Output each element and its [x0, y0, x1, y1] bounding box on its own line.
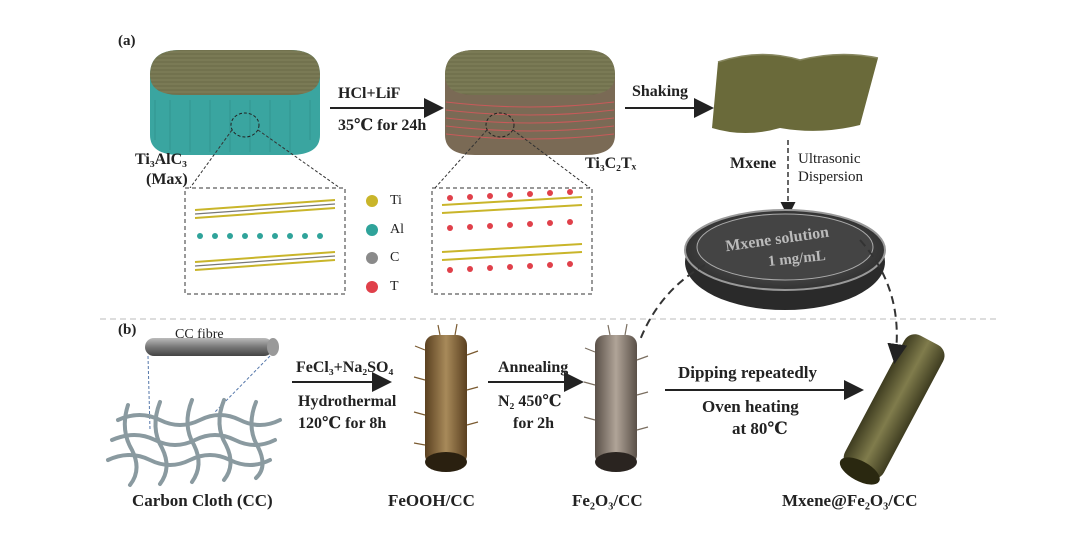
hydrothermal-label: Hydrothermal: [298, 393, 397, 410]
max-zoom-box: [184, 129, 346, 295]
mxene-solution-dish: [684, 209, 886, 310]
mxene-label: Mxene: [730, 155, 777, 172]
fe2o3-rod: [583, 323, 649, 472]
hydro-condition-label: 120℃ for 8h: [298, 415, 387, 432]
anneal-condition-label: N₂ 450℃: [498, 393, 562, 410]
shaking-label: Shaking: [632, 83, 689, 100]
max-formula-label: Ti₃AlC₃: [135, 151, 187, 168]
carbon-cloth-label: Carbon Cloth (CC): [132, 491, 273, 510]
carbon-cloth-mesh: [106, 398, 282, 487]
oven-heating-label: Oven heating: [702, 397, 799, 416]
panel-b-label: (b): [118, 322, 137, 338]
legend-c-label: C: [390, 250, 400, 265]
acid-label: HCl+LiF: [338, 85, 401, 102]
hydro-reagent-label: FeCl₃+Na₂SO₄: [296, 359, 394, 376]
legend-al-label: Al: [390, 222, 404, 237]
legend-dots: [366, 195, 378, 293]
acid-condition-label: 35℃ for 24h: [338, 117, 427, 134]
final-product-label: Mxene@Fe₂O₃/CC: [782, 491, 918, 510]
max-block: [150, 50, 320, 155]
legend-t-dot: [366, 281, 378, 293]
feooh-rod: [413, 323, 479, 472]
dip-curve-right: [859, 239, 908, 364]
legend-ti-label: Ti: [390, 193, 402, 208]
etched-block: [445, 50, 615, 155]
legend-al-dot: [366, 224, 378, 236]
mxene-fe2o3-rod: [839, 334, 945, 485]
legend-t-label: T: [390, 279, 399, 294]
dipping-label: Dipping repeatedly: [678, 363, 818, 382]
legend-c-dot: [366, 252, 378, 264]
annealing-label: Annealing: [498, 359, 569, 376]
etched-formula-label: Ti₃C₂Tₓ: [585, 155, 637, 172]
feooh-label: FeOOH/CC: [388, 491, 475, 510]
panel-a-label: (a): [118, 33, 136, 49]
dispersion-label: Dispersion: [798, 169, 863, 185]
ultrasonic-label: Ultrasonic: [798, 151, 861, 167]
legend-ti-dot: [366, 195, 378, 207]
fe2o3-label: Fe₂O₃/CC: [572, 491, 643, 510]
anneal-time-label: for 2h: [513, 415, 555, 432]
etched-zoom-box: [431, 129, 593, 295]
max-name-label: (Max): [146, 171, 188, 188]
cc-fibre-label: CC fibre: [175, 327, 224, 342]
oven-temp-label: at 80℃: [732, 419, 788, 438]
mxene-flakes: [712, 53, 879, 133]
